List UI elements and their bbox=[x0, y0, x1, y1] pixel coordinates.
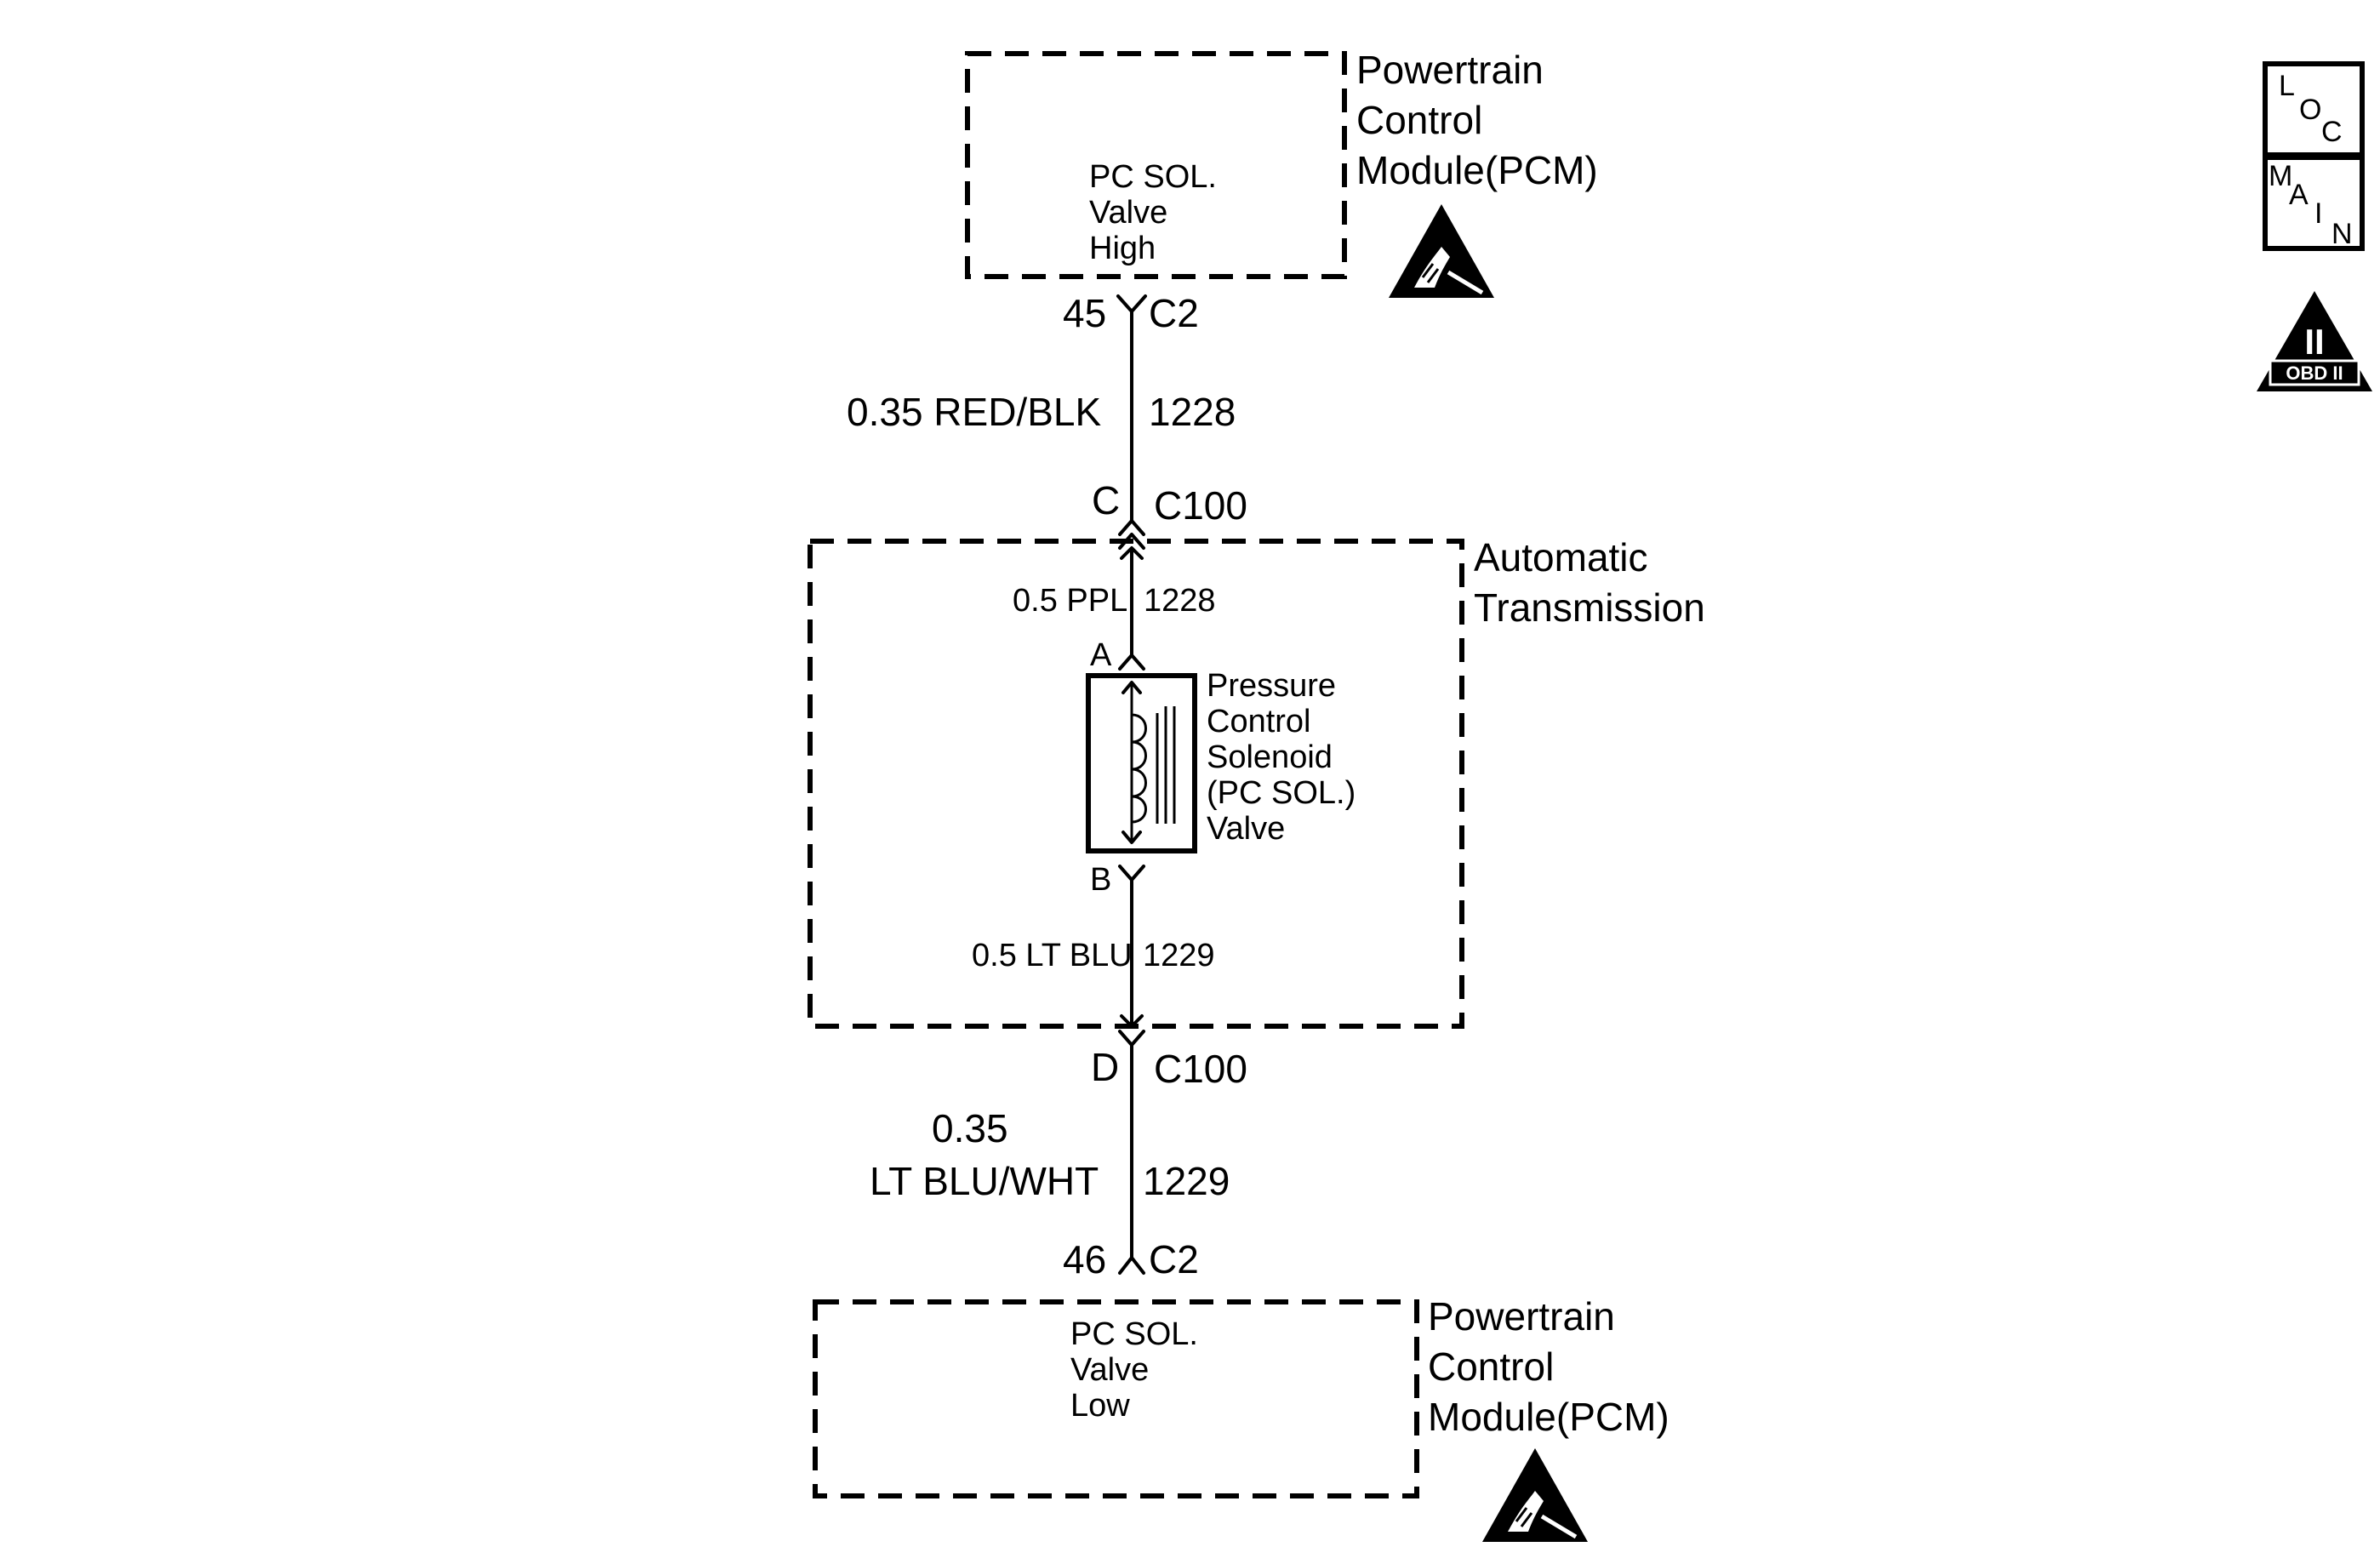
lower-wire-gauge: 0.35 bbox=[932, 1106, 1008, 1150]
transmission-name-line1: Automatic bbox=[1474, 535, 1648, 579]
main-icon-n: N bbox=[2331, 218, 2353, 250]
c100-upper-connector[interactable]: C C100 bbox=[1092, 478, 1247, 550]
top-pcm-name-line3: Module(PCM) bbox=[1356, 148, 1598, 192]
bottom-pcm-module[interactable]: PC SOL. Valve Low Powertrain Control Mod… bbox=[813, 1294, 1669, 1498]
c100-lower-connector[interactable]: D C100 bbox=[1091, 1030, 1247, 1091]
top-connector[interactable]: 45 C2 bbox=[1063, 291, 1199, 335]
main-icon[interactable]: M A I N bbox=[2263, 152, 2365, 251]
top-pcm-name-line1: Powertrain bbox=[1356, 48, 1544, 92]
top-connector-id: C2 bbox=[1149, 291, 1199, 335]
c100-upper-id: C100 bbox=[1154, 483, 1247, 528]
obd-ii-icon[interactable]: II OBD II bbox=[2257, 291, 2372, 391]
top-pcm-terminal-line1: PC SOL. bbox=[1089, 159, 1217, 195]
bottom-connector-pin: 46 bbox=[1063, 1237, 1106, 1281]
c100-lower-pin: D bbox=[1091, 1045, 1119, 1089]
loc-icon-c: C bbox=[2321, 116, 2343, 148]
bottom-pcm-terminal-line2: Valve bbox=[1070, 1352, 1149, 1388]
obd-ii-numeral: II bbox=[2304, 322, 2324, 362]
obd-ii-label: OBD II bbox=[2286, 362, 2343, 384]
loc-icon-l: L bbox=[2279, 70, 2295, 102]
bottom-pcm-name-line2: Control bbox=[1428, 1344, 1554, 1389]
esd-sensitive-warning-icon bbox=[1482, 1448, 1588, 1542]
inner-upper-wire-gauge-color: 0.5 PPL bbox=[1013, 583, 1127, 619]
loc-icon[interactable]: L O C bbox=[2263, 61, 2365, 160]
bottom-pcm-name-line1: Powertrain bbox=[1428, 1294, 1615, 1339]
bottom-connector[interactable]: 46 C2 bbox=[1063, 1237, 1199, 1281]
bottom-pcm-terminal-line1: PC SOL. bbox=[1070, 1316, 1198, 1352]
solenoid-label-line3: Solenoid bbox=[1207, 739, 1333, 775]
lower-wire-circuit: 1229 bbox=[1143, 1159, 1230, 1203]
top-pcm-terminal-line2: Valve bbox=[1089, 195, 1167, 231]
top-pcm-terminal-line3: High bbox=[1089, 231, 1156, 266]
main-icon-m: M bbox=[2269, 160, 2292, 192]
lower-wire-color: LT BLU/WHT bbox=[870, 1159, 1099, 1203]
automatic-transmission[interactable]: Automatic Transmission 0.5 PPL 1228 A Pr… bbox=[808, 535, 1705, 1029]
solenoid-label-line2: Control bbox=[1207, 704, 1311, 739]
bottom-connector-id: C2 bbox=[1149, 1237, 1199, 1281]
inner-lower-wire-gauge-color: 0.5 LT BLU bbox=[972, 938, 1133, 973]
solenoid-label-line1: Pressure bbox=[1207, 668, 1336, 704]
main-icon-a: A bbox=[2289, 179, 2309, 211]
transmission-name-line2: Transmission bbox=[1474, 585, 1705, 630]
pressure-control-solenoid[interactable] bbox=[1086, 673, 1197, 853]
bottom-pcm-terminal-line3: Low bbox=[1070, 1388, 1130, 1424]
c100-lower-id: C100 bbox=[1154, 1047, 1247, 1091]
main-icon-i: I bbox=[2314, 197, 2322, 230]
top-pcm-name-line2: Control bbox=[1356, 98, 1482, 142]
solenoid-pin-a: A bbox=[1090, 637, 1112, 673]
upper-wire-circuit: 1228 bbox=[1149, 390, 1236, 434]
top-connector-pin: 45 bbox=[1063, 291, 1106, 335]
inner-upper-wire-circuit: 1228 bbox=[1144, 583, 1216, 619]
c100-upper-pin: C bbox=[1092, 478, 1120, 522]
esd-sensitive-warning-icon bbox=[1389, 204, 1494, 298]
inner-lower-wire-circuit: 1229 bbox=[1143, 938, 1215, 973]
loc-icon-o: O bbox=[2299, 94, 2321, 126]
solenoid-label-line5: Valve bbox=[1207, 811, 1285, 847]
solenoid-pin-b: B bbox=[1090, 862, 1111, 898]
solenoid-label-line4: (PC SOL.) bbox=[1207, 775, 1356, 811]
top-pcm-module[interactable]: PC SOL. Valve High Powertrain Control Mo… bbox=[965, 48, 1598, 279]
upper-wire[interactable]: 0.35 RED/BLK 1228 bbox=[847, 311, 1236, 521]
lower-wire[interactable]: 0.35 LT BLU/WHT 1229 bbox=[870, 1045, 1230, 1258]
upper-wire-gauge-color: 0.35 RED/BLK bbox=[847, 390, 1101, 434]
bottom-pcm-name-line3: Module(PCM) bbox=[1428, 1395, 1669, 1439]
